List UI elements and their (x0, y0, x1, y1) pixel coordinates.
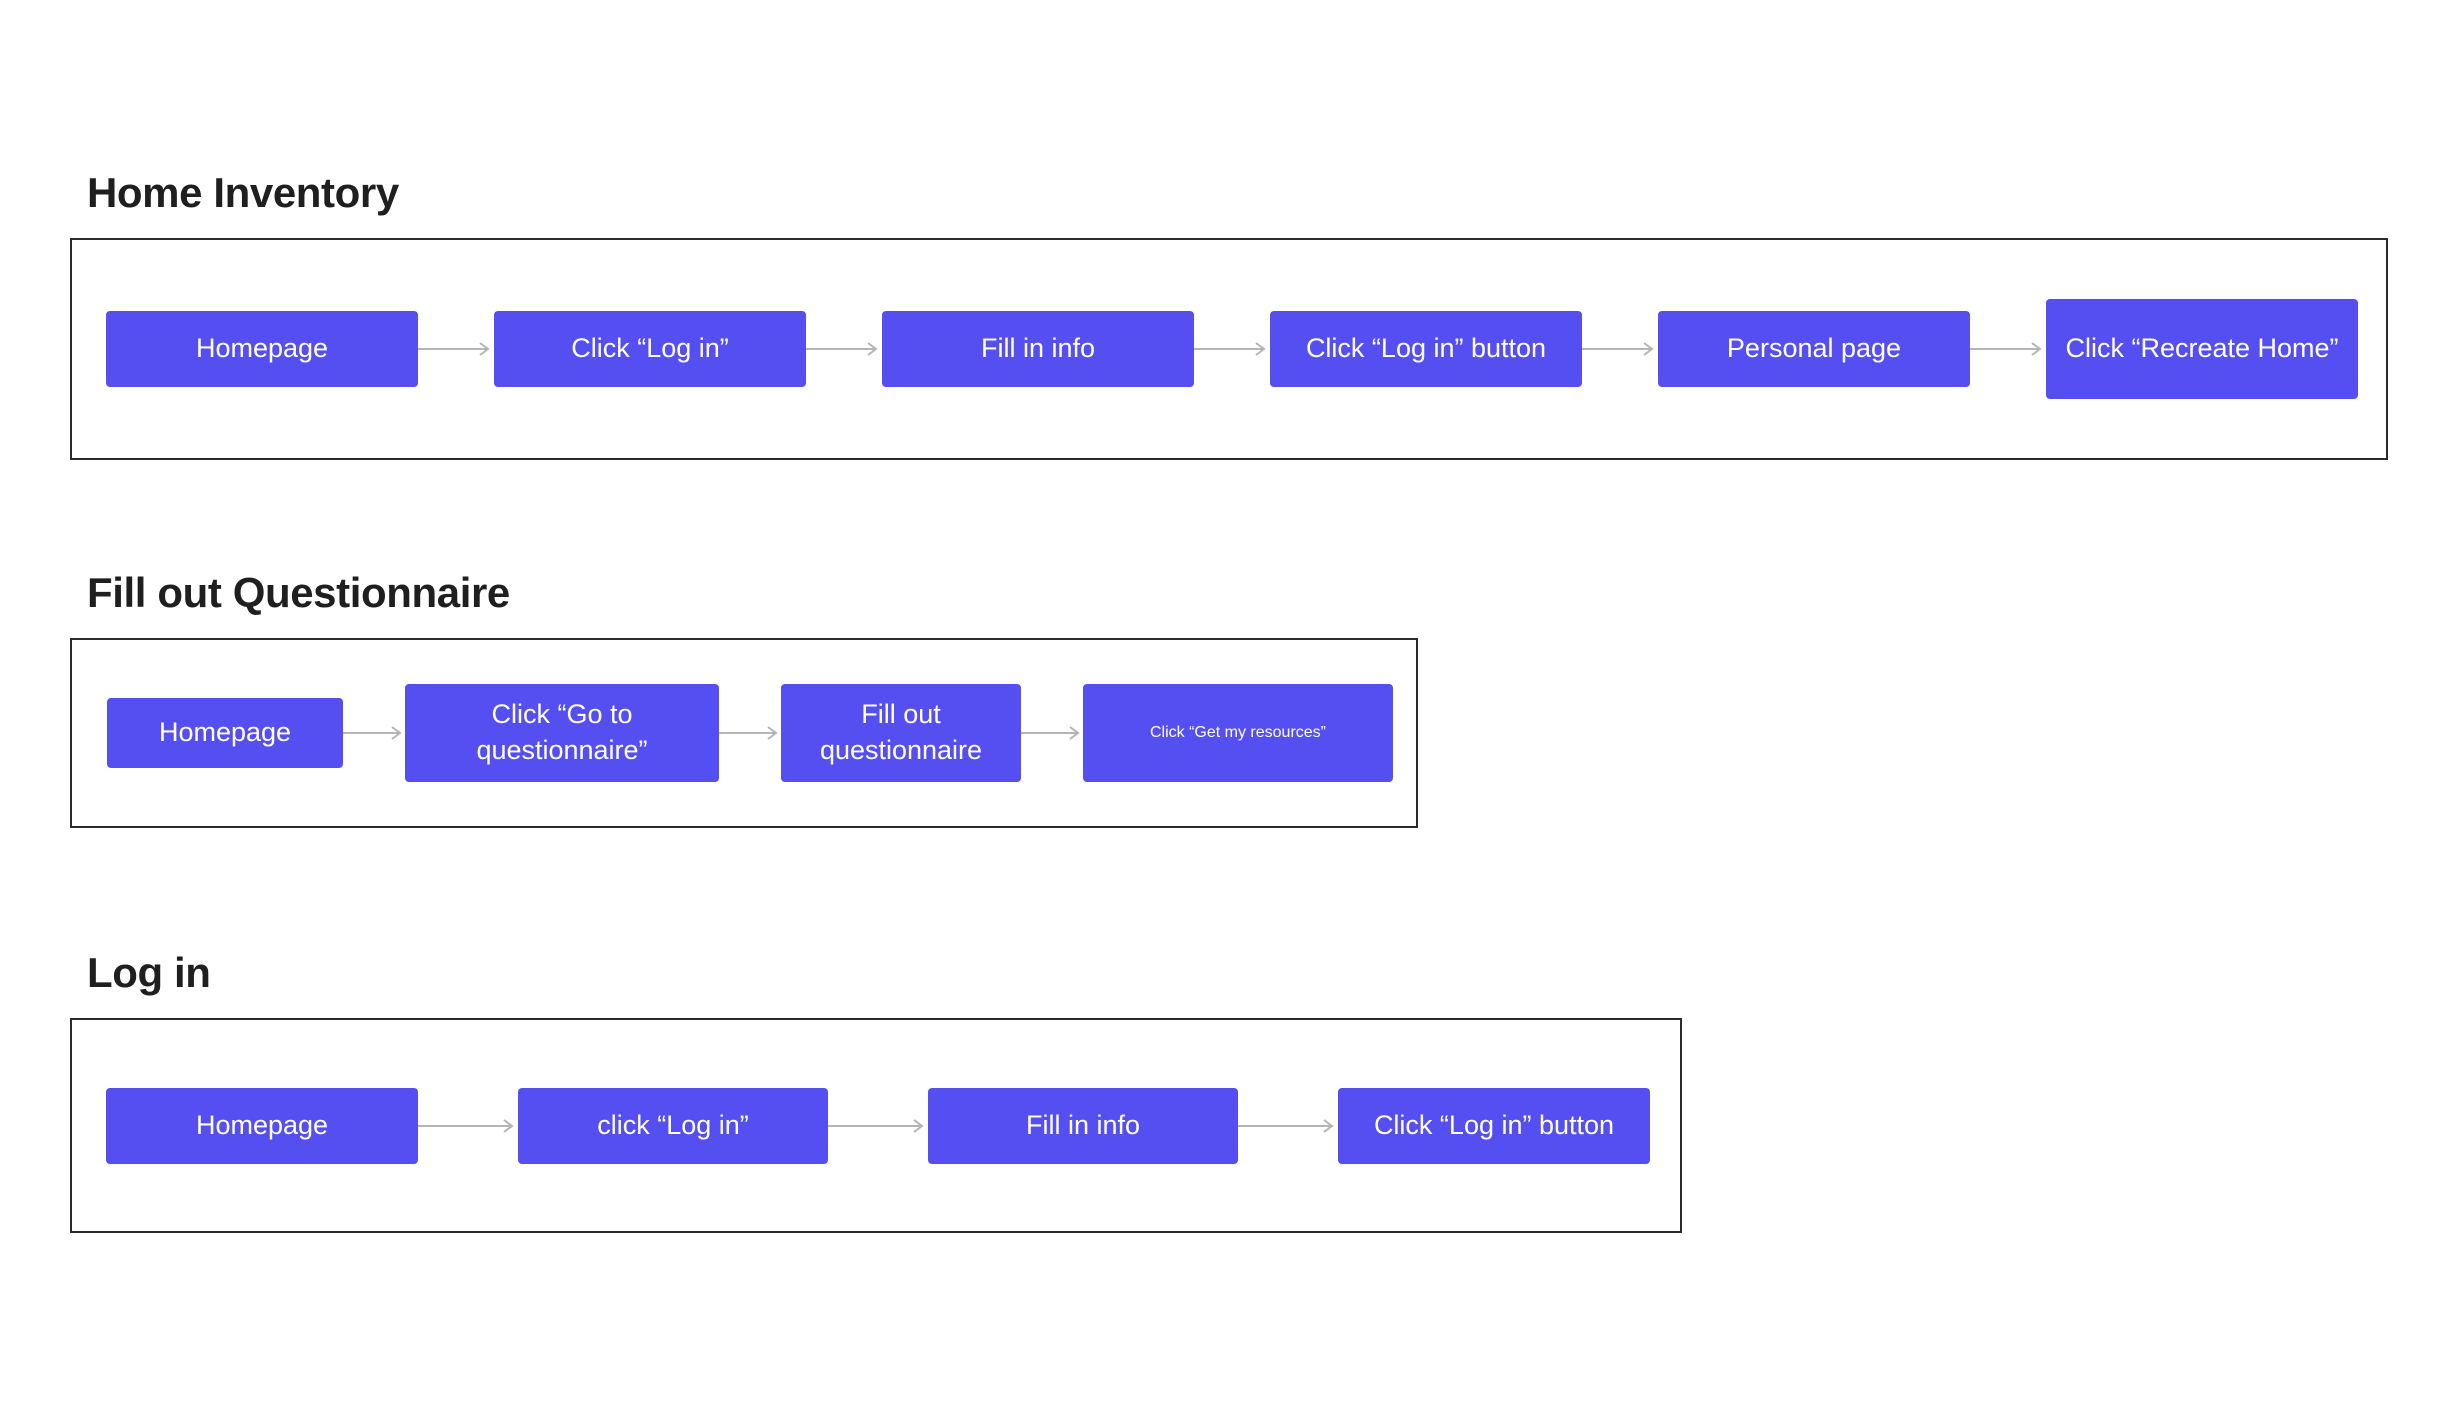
flow-node-label: Personal page (1726, 333, 1902, 364)
arrow-right-icon (343, 725, 405, 741)
arrow-right-icon (418, 1118, 518, 1134)
flow-node-click-log-in[interactable]: click “Log in” (518, 1087, 828, 1164)
flow-node-homepage[interactable]: Homepage (107, 698, 343, 768)
flow-section-fill-out-questionnaire: Fill out Questionnaire Homepage Click “G… (70, 572, 1418, 828)
flow-node-homepage[interactable]: Homepage (106, 1087, 418, 1164)
flow-node-fill-out-questionnaire[interactable]: Fill out questionnaire (781, 684, 1021, 782)
arrow-right-icon (828, 1118, 928, 1134)
arrow-right-icon (1021, 725, 1083, 741)
page-title: Home Inventory (87, 169, 399, 216)
flow-node-label: Click “Log in” button (1305, 333, 1547, 364)
flow-node-click-log-in-button[interactable]: Click “Log in” button (1338, 1087, 1650, 1164)
flow-node-click-log-in-button[interactable]: Click “Log in” button (1270, 311, 1582, 387)
flow-node-click-go-to-questionnaire[interactable]: Click “Go to questionnaire” (405, 684, 719, 782)
arrow-right-icon (1194, 341, 1270, 357)
flow-node-fill-in-info[interactable]: Fill in info (882, 311, 1194, 387)
flow-node-homepage[interactable]: Homepage (106, 311, 418, 387)
flow-node-label: Click “Log in” (571, 333, 729, 364)
flow-node-personal-page[interactable]: Personal page (1658, 311, 1970, 387)
flow-node-label: Click “Go to questionnaire” (476, 699, 648, 765)
flow-node-label: Click “Recreate Home” (2065, 333, 2339, 364)
arrow-right-icon (418, 341, 494, 357)
flow-node-click-recreate-home[interactable]: Click “Recreate Home” (2046, 299, 2358, 399)
flow-frame: Homepage Click “Log in” (70, 238, 2388, 460)
arrow-right-icon (1238, 1118, 1338, 1134)
flow-row: Homepage Click “Go to questionnaire” (107, 684, 1416, 782)
arrow-right-icon (1970, 341, 2046, 357)
page-title: Fill out Questionnaire (87, 569, 510, 616)
arrow-right-icon (806, 341, 882, 357)
flow-section-home-inventory: Home Inventory Homepage Click “Log in” (70, 172, 2388, 460)
flow-node-fill-in-info[interactable]: Fill in info (928, 1087, 1238, 1164)
flow-node-label: Fill out questionnaire (819, 699, 983, 765)
flow-frame: Homepage click “Log in” (70, 1018, 1682, 1233)
flow-row: Homepage Click “Log in” (106, 299, 2386, 399)
flow-section-log-in: Log in Homepage click “Log in” (70, 952, 1682, 1233)
flow-node-label: Fill in info (980, 333, 1096, 364)
flow-row: Homepage click “Log in” (106, 1087, 1680, 1164)
arrow-right-icon (719, 725, 781, 741)
flow-node-click-get-my-resources[interactable]: Click “Get my resources” (1083, 684, 1393, 782)
flow-node-label: Homepage (195, 1109, 329, 1140)
flow-node-label: Homepage (158, 717, 292, 748)
flow-frame: Homepage Click “Go to questionnaire” (70, 638, 1418, 828)
flow-node-label: click “Log in” (597, 1109, 749, 1140)
flow-node-label: Click “Log in” button (1373, 1109, 1615, 1140)
arrow-right-icon (1582, 341, 1658, 357)
page-title: Log in (87, 949, 211, 996)
flow-node-label: Homepage (195, 333, 329, 364)
flow-node-label: Fill in info (1025, 1109, 1141, 1140)
flow-node-click-log-in[interactable]: Click “Log in” (494, 311, 806, 387)
flow-node-label: Click “Get my resources” (1149, 724, 1327, 742)
